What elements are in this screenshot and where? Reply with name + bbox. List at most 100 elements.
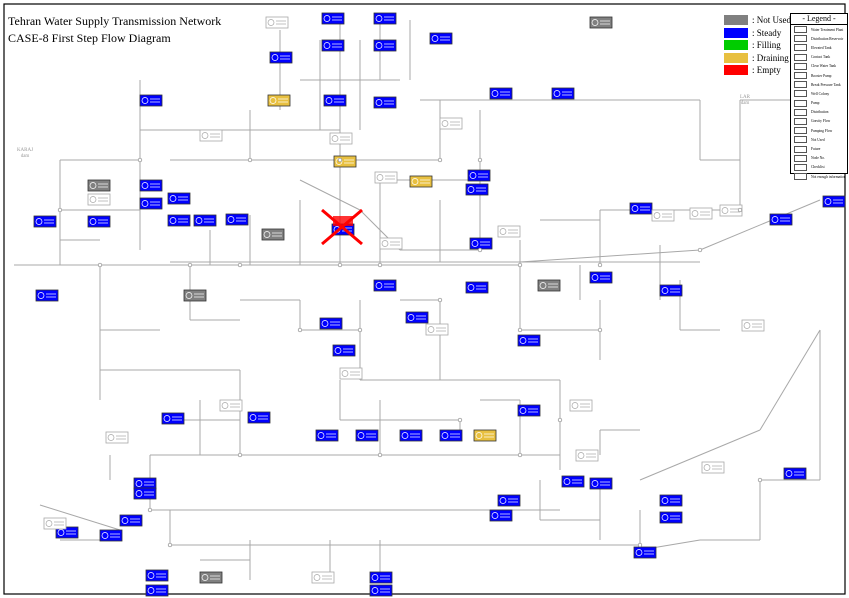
facility-node-icon bbox=[331, 135, 339, 142]
junction-node bbox=[517, 452, 523, 458]
junction-node bbox=[167, 542, 173, 548]
facility-node-icon bbox=[135, 490, 143, 497]
facility-rect bbox=[247, 411, 271, 424]
facility-node-icon bbox=[141, 200, 149, 207]
facility-rect bbox=[87, 215, 111, 228]
facility-rect bbox=[105, 431, 129, 444]
legend-symbol-icon bbox=[794, 81, 807, 89]
draining-facility-box bbox=[409, 175, 433, 188]
facility-node-icon bbox=[631, 205, 639, 212]
unfilled-facility-box bbox=[339, 367, 363, 380]
junction-node bbox=[337, 157, 343, 163]
pipe-line bbox=[519, 249, 701, 263]
facility-node-icon bbox=[135, 480, 143, 487]
legend-symbol-icon bbox=[794, 163, 807, 171]
facility-node-icon bbox=[491, 512, 499, 519]
status-row-draining: : Draining bbox=[724, 52, 791, 65]
steady-facility-box bbox=[439, 429, 463, 442]
facility-node-icon bbox=[407, 314, 415, 321]
facility-rect bbox=[467, 169, 491, 182]
facility-node-icon bbox=[89, 182, 97, 189]
legend-item-label: Booster Pump bbox=[811, 73, 832, 78]
legend-item: Elevated Tank bbox=[791, 43, 847, 52]
unfilled-facility-box bbox=[497, 225, 521, 238]
not-used-facility-box bbox=[87, 179, 111, 192]
facility-rect bbox=[589, 477, 613, 490]
facility-node-icon bbox=[375, 42, 383, 49]
facility-rect bbox=[551, 87, 575, 100]
facility-rect bbox=[139, 197, 163, 210]
steady-facility-box bbox=[167, 214, 191, 227]
steady-facility-box bbox=[35, 289, 59, 302]
facility-rect bbox=[659, 284, 683, 297]
facility-rect bbox=[429, 32, 453, 45]
facility-rect bbox=[689, 207, 713, 220]
steady-facility-box bbox=[321, 39, 345, 52]
empty-facility-box bbox=[333, 216, 353, 226]
junction-node bbox=[557, 417, 563, 423]
facility-rect bbox=[405, 311, 429, 324]
unfilled-facility-box bbox=[701, 461, 725, 474]
legend-symbol-icon bbox=[794, 136, 807, 144]
facility-rect bbox=[659, 494, 683, 507]
facility-rect bbox=[261, 228, 285, 241]
steady-facility-box bbox=[465, 281, 489, 294]
facility-rect bbox=[373, 279, 397, 292]
facility-node-icon bbox=[371, 587, 379, 594]
legend-item-label: Gravity Flow bbox=[811, 119, 831, 124]
facility-node-icon bbox=[591, 19, 599, 26]
legend-item: Booster Pump bbox=[791, 71, 847, 80]
facility-node-icon bbox=[376, 174, 384, 181]
steady-facility-box bbox=[139, 179, 163, 192]
steady-facility-box bbox=[589, 271, 613, 284]
facility-node-icon bbox=[661, 287, 669, 294]
unfilled-facility-box bbox=[379, 237, 403, 250]
legend-symbol-icon bbox=[794, 44, 807, 52]
steady-facility-box bbox=[373, 96, 397, 109]
facility-node-icon bbox=[703, 464, 711, 471]
steady-facility-box bbox=[469, 237, 493, 250]
legend-item: Pumping Flow bbox=[791, 126, 847, 135]
steady-facility-box bbox=[769, 213, 793, 226]
legend-item: Pump bbox=[791, 99, 847, 108]
facility-node-icon bbox=[539, 282, 547, 289]
steady-facility-box bbox=[133, 477, 157, 490]
facility-node-icon bbox=[441, 120, 449, 127]
facility-rect bbox=[133, 487, 157, 500]
steady-facility-box bbox=[629, 202, 653, 215]
legend-symbol-icon bbox=[794, 53, 807, 61]
facility-rect bbox=[339, 367, 363, 380]
facility-rect bbox=[199, 571, 223, 584]
facility-node-icon bbox=[147, 572, 155, 579]
steady-facility-box bbox=[373, 12, 397, 25]
legend-symbol-icon bbox=[794, 127, 807, 135]
steady-facility-box bbox=[659, 511, 683, 524]
facility-rect bbox=[439, 117, 463, 130]
facility-rect bbox=[783, 467, 807, 480]
facility-rect bbox=[741, 319, 765, 332]
facility-node-icon bbox=[313, 574, 321, 581]
facility-node-icon bbox=[635, 549, 643, 556]
facility-rect bbox=[651, 209, 675, 222]
facility-rect bbox=[425, 323, 449, 336]
legend-item: Distribution Reservoir bbox=[791, 34, 847, 43]
steady-facility-box bbox=[269, 51, 293, 64]
facility-rect bbox=[569, 399, 593, 412]
facility-rect bbox=[99, 529, 123, 542]
unfilled-facility-box bbox=[374, 171, 398, 184]
not-used-facility-box bbox=[261, 228, 285, 241]
steady-facility-box bbox=[489, 509, 513, 522]
steady-facility-box bbox=[465, 183, 489, 196]
facility-node-icon bbox=[499, 497, 507, 504]
junction-node bbox=[597, 262, 603, 268]
pipe-line bbox=[699, 199, 821, 251]
legend-item: Clear Water Tank bbox=[791, 62, 847, 71]
facility-rect bbox=[87, 179, 111, 192]
facility-rect bbox=[489, 509, 513, 522]
facility-node-icon bbox=[269, 97, 277, 104]
legend-item-label: Checklist bbox=[811, 165, 825, 170]
facility-rect bbox=[311, 571, 335, 584]
facility-node-icon bbox=[469, 172, 477, 179]
facility-node-icon bbox=[577, 452, 585, 459]
legend-item-label: Node No. bbox=[811, 156, 825, 161]
